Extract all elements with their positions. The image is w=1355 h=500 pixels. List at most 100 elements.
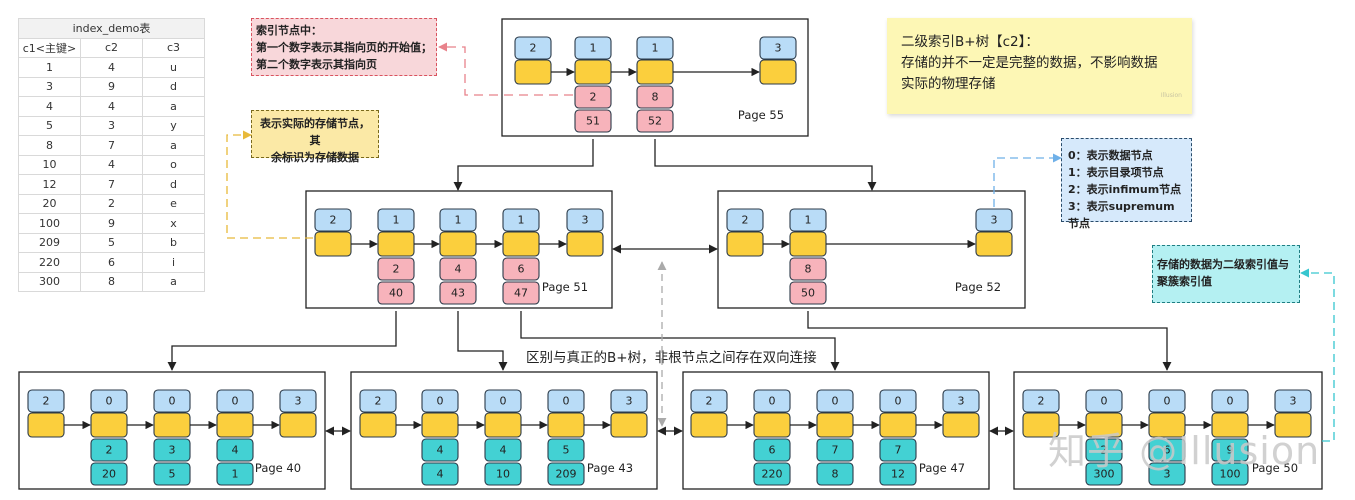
value-label: 4 xyxy=(500,444,507,457)
table-cell: u xyxy=(142,57,205,78)
value-label: 40 xyxy=(389,287,403,300)
table-cell: e xyxy=(142,193,205,214)
value-cell xyxy=(753,462,791,486)
record-type-label: 2 xyxy=(1038,395,1045,408)
value-label: 5 xyxy=(169,468,176,481)
record-type-cell xyxy=(216,389,254,413)
value-label: 100 xyxy=(1220,468,1241,481)
value-cell xyxy=(879,462,917,486)
value-cell xyxy=(421,462,459,486)
record-cell xyxy=(439,231,477,257)
value-cell xyxy=(547,462,585,486)
table-header: c1<主键> xyxy=(18,37,81,58)
record-type-label: 2 xyxy=(43,395,50,408)
value-cell xyxy=(1211,438,1249,462)
value-cell xyxy=(153,438,191,462)
value-label: 8 xyxy=(805,263,812,276)
record-type-label: 2 xyxy=(375,395,382,408)
page-label: Page 43 xyxy=(587,461,633,475)
value-cell xyxy=(153,462,191,486)
value-label: 1 xyxy=(232,468,239,481)
value-cell xyxy=(377,257,415,281)
record-type-label: 0 xyxy=(769,395,776,408)
record-type-cell xyxy=(975,208,1013,232)
value-label: 4 xyxy=(232,444,239,457)
value-label: 3 xyxy=(1164,468,1171,481)
value-label: 10 xyxy=(496,468,510,481)
page-label: Page 52 xyxy=(955,280,1001,294)
record-type-cell xyxy=(636,36,674,60)
value-label: 50 xyxy=(801,287,815,300)
value-cell xyxy=(574,85,612,109)
value-cell xyxy=(636,85,674,109)
record-type-cell xyxy=(514,36,552,60)
value-label: 2 xyxy=(106,444,113,457)
record-type-cell xyxy=(1085,389,1123,413)
value-label: 47 xyxy=(514,287,528,300)
record-type-cell xyxy=(27,389,65,413)
value-cell xyxy=(1148,438,1186,462)
record-type-cell xyxy=(1211,389,1249,413)
record-type-cell xyxy=(90,389,128,413)
record-type-label: 2 xyxy=(742,214,749,227)
value-cell xyxy=(1085,462,1123,486)
note-line: 0：表示数据节点 xyxy=(1068,149,1153,162)
record-cell xyxy=(759,59,797,85)
page-label: Page 40 xyxy=(255,461,301,475)
page-label: Page 47 xyxy=(919,461,965,475)
record-cell xyxy=(789,231,827,257)
record-type-cell xyxy=(421,389,459,413)
value-label: 3 xyxy=(169,444,176,457)
value-label: 220 xyxy=(762,468,783,481)
note-line: 存储的并不一定是完整的数据，不影响数据 xyxy=(901,55,1158,71)
value-cell xyxy=(789,281,827,305)
record-cell xyxy=(879,412,917,438)
record-type-cell xyxy=(879,389,917,413)
value-label: 52 xyxy=(648,115,662,128)
pointer-arrow xyxy=(807,311,1172,371)
record-type-label: 3 xyxy=(958,395,965,408)
note-line: 实际的物理存储 xyxy=(901,76,996,92)
record-type-cell xyxy=(484,389,522,413)
record-type-cell xyxy=(816,389,854,413)
note-line: 第二个数字表示其指向页 xyxy=(256,58,377,71)
record-cell xyxy=(27,412,65,438)
value-label: 4 xyxy=(437,444,444,457)
note-line: 存储的数据为二级索引值与 xyxy=(1157,258,1289,271)
record-cell xyxy=(610,412,648,438)
record-type-cell xyxy=(566,208,604,232)
record-type-label: 0 xyxy=(106,395,113,408)
record-type-cell xyxy=(574,36,612,60)
record-type-label: 1 xyxy=(652,42,659,55)
index-node-note: 索引节点中： 第一个数字表示其指向页的开始值； 第二个数字表示其指向页 xyxy=(251,18,437,76)
note-line: 表示实际的存储节点，其 xyxy=(260,117,370,147)
value-label: 4 xyxy=(455,263,462,276)
note-line: 聚簇索引值 xyxy=(1157,275,1212,288)
secondary-index-note: 二级索引B+树【c2】： 存储的并不一定是完整的数据，不影响数据 实际的物理存储… xyxy=(887,18,1192,114)
value-cell xyxy=(574,109,612,133)
record-type-label: 3 xyxy=(1290,395,1297,408)
record-type-cell xyxy=(1148,389,1186,413)
record-type-label: 0 xyxy=(500,395,507,408)
record-type-cell xyxy=(502,208,540,232)
value-cell xyxy=(502,257,540,281)
pointer-arrow xyxy=(457,311,508,371)
record-type-cell xyxy=(439,208,477,232)
record-type-cell xyxy=(726,208,764,232)
value-label: 7 xyxy=(832,444,839,457)
record-type-label: 3 xyxy=(991,214,998,227)
record-type-note: 0：表示数据节点 1：表示目录项节点 2：表示infimum节点 3：表示sup… xyxy=(1061,138,1192,230)
record-type-label: 0 xyxy=(437,395,444,408)
record-type-label: 0 xyxy=(169,395,176,408)
watermark: 知乎 @Illusion xyxy=(1048,429,1321,473)
value-label: 2 xyxy=(393,263,400,276)
record-type-label: 0 xyxy=(1164,395,1171,408)
record-type-cell xyxy=(753,389,791,413)
